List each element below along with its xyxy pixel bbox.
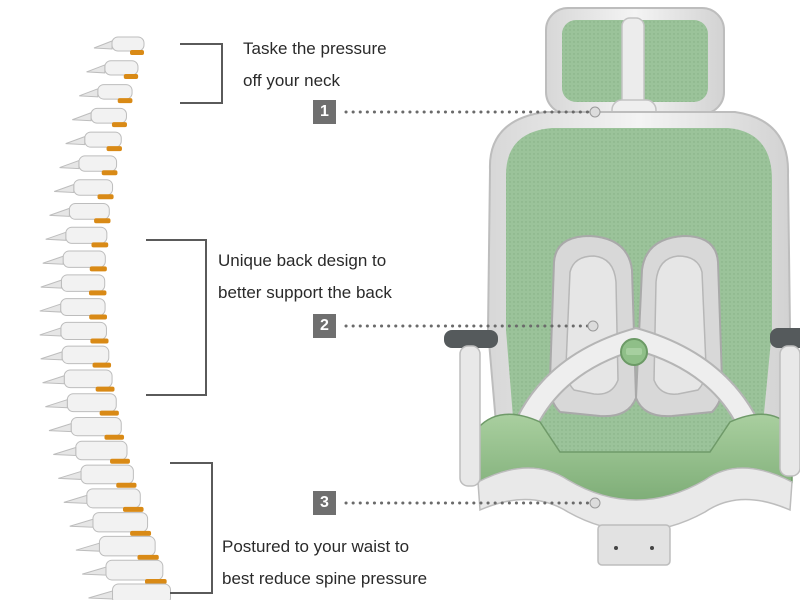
spinal-disc bbox=[99, 410, 119, 416]
vertebra bbox=[105, 559, 164, 581]
spinal-disc bbox=[104, 434, 125, 440]
anchor-point-1 bbox=[589, 106, 601, 118]
spinal-disc bbox=[145, 578, 167, 584]
spinous-process bbox=[40, 351, 63, 361]
vertebra bbox=[98, 535, 156, 557]
callout-caption-2: Unique back design to better support the… bbox=[218, 245, 392, 309]
vertebra bbox=[104, 60, 139, 76]
armrest-left bbox=[444, 330, 498, 487]
callout-caption-2-line-2: better support the back bbox=[218, 283, 392, 302]
bracket-3 bbox=[170, 462, 213, 594]
callout-caption-1-line-2: off your neck bbox=[243, 71, 341, 90]
spinal-disc bbox=[95, 386, 115, 392]
vertebra bbox=[111, 36, 145, 52]
vertebra bbox=[80, 464, 134, 485]
spinous-process bbox=[40, 279, 62, 289]
vertebra bbox=[90, 107, 127, 124]
spinal-disc bbox=[88, 290, 107, 296]
vertebra bbox=[78, 155, 118, 172]
spinal-disc bbox=[90, 338, 109, 344]
bracket-1 bbox=[180, 43, 223, 104]
vertebra bbox=[75, 440, 128, 461]
vertebra bbox=[86, 488, 141, 509]
spinous-process bbox=[58, 470, 82, 480]
spinous-process bbox=[45, 399, 68, 409]
spinous-process bbox=[42, 255, 64, 265]
spinous-process bbox=[93, 40, 113, 50]
spinous-process bbox=[86, 64, 106, 74]
spinal-disc bbox=[94, 218, 111, 224]
spinal-disc bbox=[97, 194, 114, 200]
vertebra bbox=[112, 583, 172, 600]
spinal-disc bbox=[117, 98, 133, 104]
spinal-disc bbox=[89, 266, 107, 272]
headrest bbox=[545, 7, 725, 137]
vertebra bbox=[92, 512, 149, 533]
spinal-disc bbox=[122, 506, 144, 512]
vertebra bbox=[62, 250, 106, 268]
callout-caption-1: Taske the pressure off your neck bbox=[243, 33, 387, 97]
spinous-process bbox=[65, 135, 86, 146]
spine-illustration bbox=[39, 36, 172, 600]
spinous-process bbox=[82, 566, 107, 576]
vertebra bbox=[61, 345, 110, 365]
callout-badge-1: 1 bbox=[313, 100, 336, 124]
callout-caption-2-line-1: Unique back design to bbox=[218, 251, 387, 270]
vertebra bbox=[65, 226, 108, 244]
spinous-process bbox=[59, 159, 80, 170]
bracket-2 bbox=[146, 239, 207, 396]
spinous-process bbox=[72, 112, 92, 122]
spinous-process bbox=[63, 494, 88, 504]
callout-caption-3-line-2: best reduce spine pressure bbox=[222, 569, 428, 588]
spinous-process bbox=[53, 446, 77, 457]
callout-caption-1-line-1: Taske the pressure bbox=[243, 39, 387, 58]
anchor-point-2 bbox=[587, 320, 599, 332]
spinal-disc bbox=[123, 74, 139, 80]
seat-band bbox=[477, 413, 793, 566]
spinous-process bbox=[42, 375, 65, 385]
spinous-process bbox=[45, 231, 67, 241]
spinous-process bbox=[79, 88, 99, 98]
spinal-disc bbox=[89, 314, 108, 320]
vertebra bbox=[73, 179, 114, 196]
spinal-disc bbox=[101, 170, 118, 176]
spinal-disc bbox=[91, 242, 109, 248]
spinous-process bbox=[49, 207, 70, 217]
spinal-disc bbox=[130, 50, 144, 55]
vertebra bbox=[60, 321, 107, 341]
armrest-right bbox=[770, 328, 800, 477]
spinous-process bbox=[75, 542, 100, 552]
spinous-process bbox=[88, 590, 114, 600]
spinal-disc bbox=[137, 554, 159, 560]
vertebra bbox=[60, 274, 106, 292]
vertebra bbox=[84, 131, 122, 148]
callout-badge-2: 2 bbox=[313, 314, 336, 338]
callout-caption-3: Postured to your waist to best reduce sp… bbox=[222, 531, 427, 595]
spinal-disc bbox=[111, 122, 127, 128]
vertebra bbox=[60, 298, 106, 316]
spinous-process bbox=[54, 183, 75, 194]
vertebra bbox=[97, 84, 133, 100]
vertebra bbox=[68, 202, 110, 220]
callout-badge-3: 3 bbox=[313, 491, 336, 515]
spinous-process bbox=[39, 327, 62, 337]
leader-lines bbox=[344, 110, 594, 505]
anchor-point-3 bbox=[589, 497, 601, 509]
vertebra bbox=[63, 369, 113, 389]
spinous-process bbox=[39, 303, 62, 313]
callout-caption-3-line-1: Postured to your waist to bbox=[222, 537, 410, 556]
vertebra bbox=[70, 417, 122, 437]
vertebra bbox=[66, 393, 117, 413]
spinal-disc bbox=[130, 530, 152, 536]
spinal-disc bbox=[106, 146, 122, 152]
spinous-process bbox=[48, 422, 72, 433]
spinal-disc bbox=[110, 458, 130, 464]
spinous-process bbox=[69, 518, 94, 528]
office-chair-illustration bbox=[444, 7, 800, 566]
brackets bbox=[146, 43, 223, 594]
spinal-disc bbox=[116, 482, 137, 488]
spinal-disc bbox=[92, 362, 112, 368]
